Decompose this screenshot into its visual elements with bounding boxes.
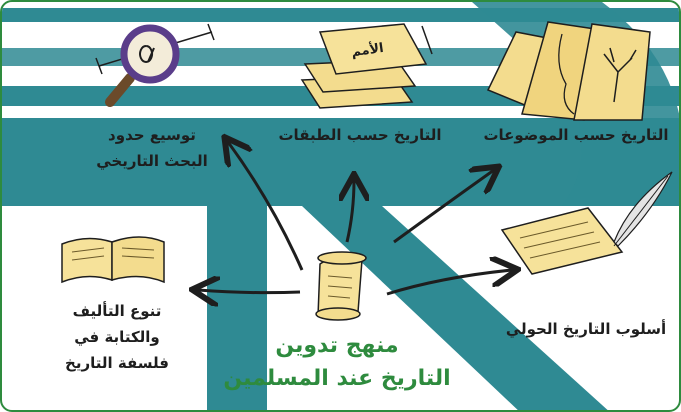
label-annalistic: أسلوب التاريخ الحولي [505, 320, 667, 338]
paper-text: الأمم [350, 39, 384, 60]
label-diversity: تنوع التأليف والكتابة في فلسفة التاريخ [42, 298, 192, 376]
center-title-line1: منهج تدوين [275, 333, 399, 358]
label-expand-research-line2: البحث التاريخي [96, 152, 208, 170]
label-diversity-line3: فلسفة التاريخ [65, 354, 169, 372]
connector-arrows [198, 142, 512, 294]
center-title: منهج تدوين التاريخ عند المسلمين [212, 330, 462, 396]
magnifier-icon [95, 23, 215, 107]
center-title-line2: التاريخ عند المسلمين [223, 366, 451, 391]
maps-icon [486, 21, 651, 121]
label-expand-research: توسيع حدود البحث التاريخي [72, 122, 232, 174]
label-diversity-line2: والكتابة في [74, 328, 160, 346]
label-diversity-line1: تنوع التأليف [72, 302, 162, 320]
label-expand-research-line1: توسيع حدود [108, 126, 196, 144]
open-book-icon [61, 236, 165, 284]
stacked-papers-icon [300, 23, 433, 109]
label-by-classes: التاريخ حسب الطبقات [278, 126, 442, 144]
quill-paper-icon [500, 171, 673, 275]
scroll-icon [315, 251, 367, 321]
label-by-topics: التاريخ حسب الموضوعات [483, 126, 669, 144]
watermark-pillar [207, 206, 267, 410]
